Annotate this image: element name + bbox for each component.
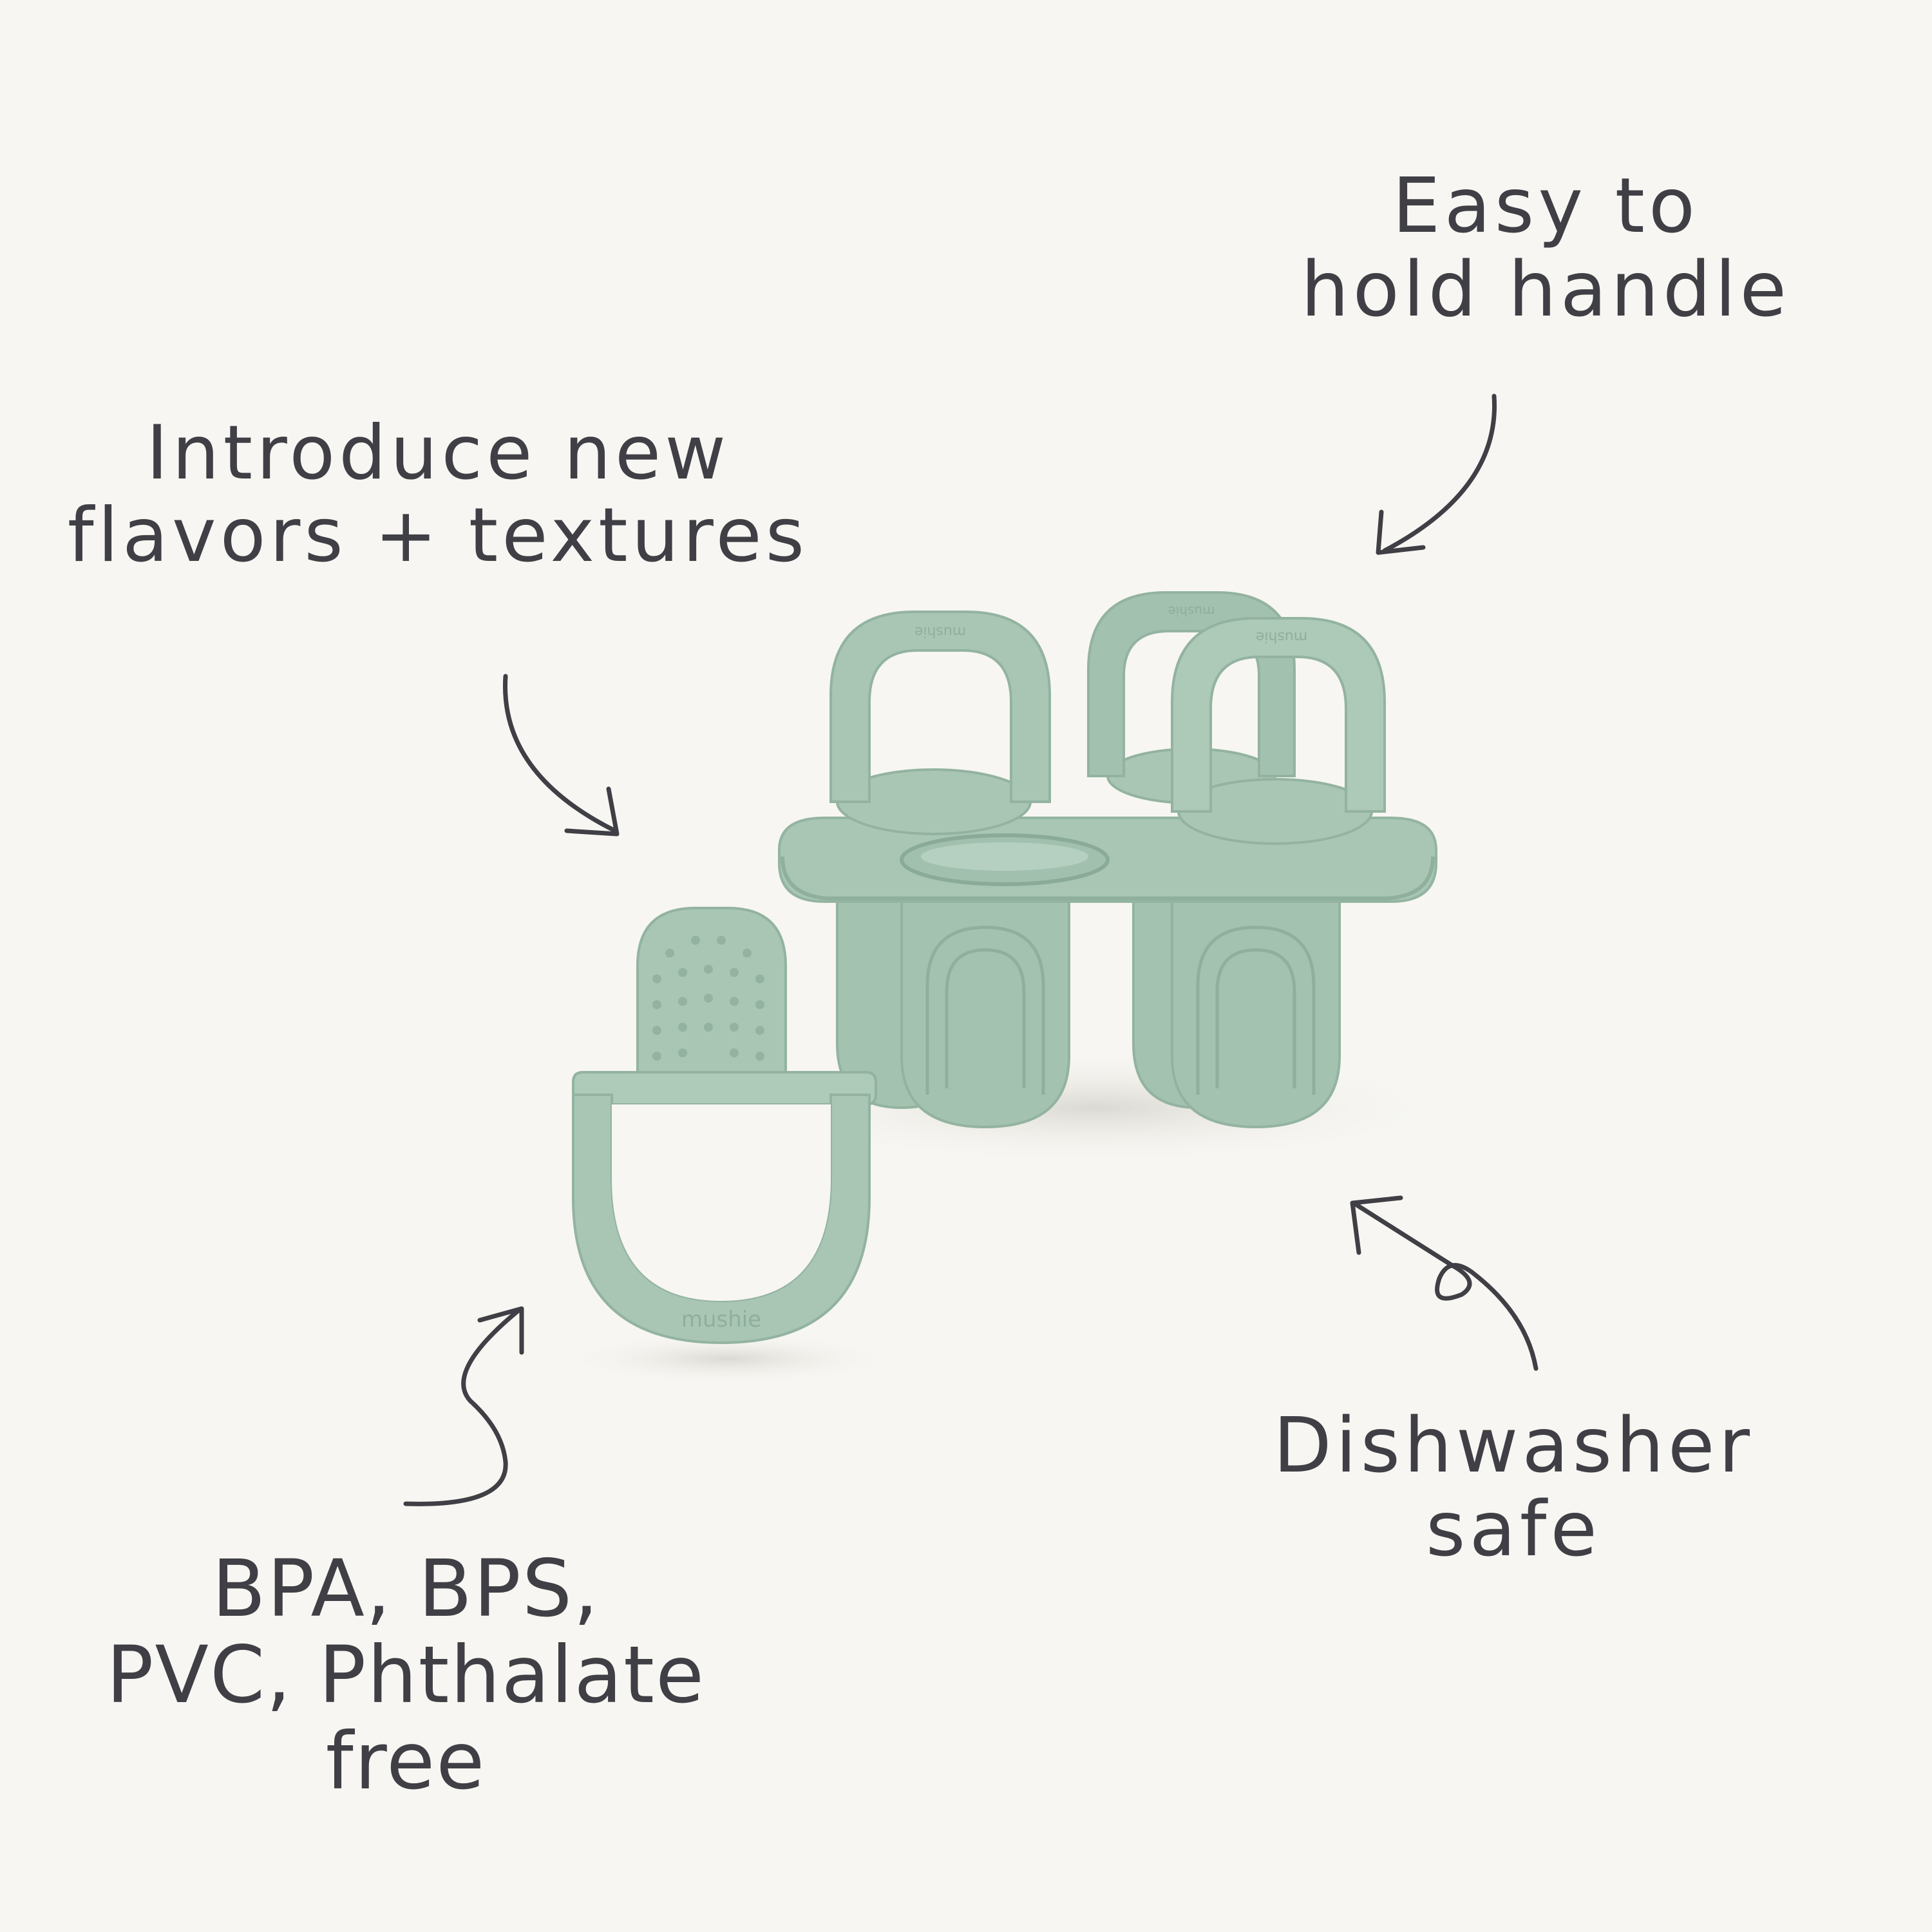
arrow-icon xyxy=(1350,1195,1403,1255)
callout-dishwasher-safe: Dishwasher safe xyxy=(1191,1401,1835,1573)
arrow-icon xyxy=(403,1308,521,1506)
arrow-icon xyxy=(1376,509,1426,555)
popsicle-tray: mushie mushie mushie xyxy=(778,591,1437,1129)
arrow-icon xyxy=(1353,1202,1539,1371)
callout-materials-free: BPA, BPS, PVC, Phthalate free xyxy=(52,1546,760,1805)
callout-line: BPA, BPS, xyxy=(212,1543,600,1634)
callout-line: flavors + textures xyxy=(67,491,809,579)
callout-line: Easy to xyxy=(1392,161,1700,250)
arrow-icon xyxy=(477,1306,524,1355)
handle-brand-mark: mushie xyxy=(1256,629,1307,645)
teether-brand-mark: mushie xyxy=(681,1307,761,1332)
callout-easy-handle: Easy to hold handle xyxy=(1256,164,1835,332)
callout-line: PVC, Phthalate xyxy=(106,1629,706,1721)
arrow-icon xyxy=(502,674,618,833)
popsicle-teether: mushie xyxy=(572,907,877,1345)
callout-line: Introduce new xyxy=(146,410,730,497)
handle-brand-mark: mushie xyxy=(914,623,966,639)
callout-line: free xyxy=(325,1716,486,1808)
handle-brand-mark: mushie xyxy=(1168,603,1215,619)
callout-line: safe xyxy=(1426,1484,1601,1573)
callout-flavors-textures: Introduce new flavors + textures xyxy=(52,412,824,576)
callout-line: hold handle xyxy=(1300,244,1791,334)
arrow-icon xyxy=(564,786,620,837)
arrow-icon xyxy=(1382,393,1497,553)
callout-line: Dishwasher xyxy=(1273,1401,1754,1490)
